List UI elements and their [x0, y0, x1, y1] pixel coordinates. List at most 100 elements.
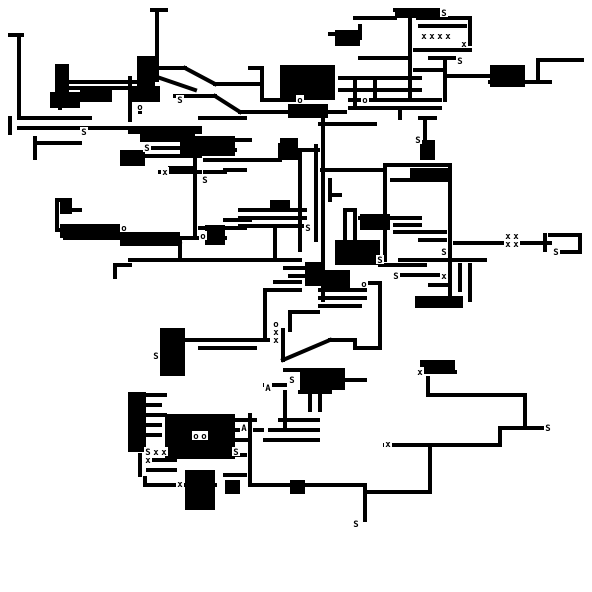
s-marker: S [233, 448, 238, 458]
marker-background [304, 223, 312, 232]
marker-background [512, 239, 520, 248]
maze-solid-blocks [50, 8, 525, 510]
marker-background [199, 231, 207, 240]
o-marker: o [200, 232, 205, 242]
o-marker: o [361, 280, 366, 290]
o-marker: o [193, 432, 198, 442]
solid-block [395, 8, 445, 18]
x-marker: x [145, 456, 151, 466]
marker-background [552, 247, 560, 256]
solid-block [410, 168, 450, 182]
marker-background [416, 367, 424, 376]
marker-background [176, 479, 184, 488]
s-marker: S [441, 9, 446, 19]
solid-block [225, 480, 240, 494]
solid-block [120, 150, 145, 166]
s-marker: S [441, 248, 446, 258]
marker-background [161, 167, 169, 176]
solid-block [50, 92, 80, 108]
s-marker: S [377, 256, 382, 266]
solid-block [335, 240, 380, 265]
s-marker: S [353, 520, 358, 530]
solid-block [205, 225, 225, 245]
marker-background [232, 447, 240, 456]
x-marker: x [385, 440, 391, 450]
x-marker: x [417, 368, 423, 378]
marker-background [504, 231, 512, 240]
s-marker: S [415, 136, 420, 146]
maze-wall-segment [157, 75, 198, 93]
solid-block [280, 65, 335, 100]
solid-block [490, 65, 525, 87]
marker-background [436, 31, 444, 40]
marker-background [80, 127, 88, 136]
s-marker: S [393, 272, 398, 282]
marker-background [272, 335, 280, 344]
s-marker: S [145, 448, 150, 458]
marker-background [160, 447, 168, 456]
s-marker: S [177, 96, 182, 106]
solid-block [80, 88, 112, 102]
solid-block [305, 262, 325, 286]
x-marker: x [177, 480, 183, 490]
x-marker: x [461, 40, 467, 50]
marker-background [512, 231, 520, 240]
solid-block [300, 368, 345, 390]
solid-block [335, 30, 360, 46]
x-marker: x [429, 32, 435, 42]
s-marker: S [289, 376, 294, 386]
x-marker: x [513, 240, 519, 250]
o-marker: o [121, 224, 126, 234]
solid-block [130, 86, 160, 102]
marker-background [440, 271, 448, 280]
marker-background [144, 455, 152, 464]
solid-block [185, 470, 215, 510]
marker-background [440, 8, 448, 17]
x-marker: x [273, 328, 279, 338]
marker-background [376, 255, 384, 264]
maze-wall-segment [182, 65, 218, 87]
solid-block [280, 138, 298, 160]
marker-background [420, 31, 428, 40]
marker-background [352, 519, 360, 528]
solid-block [420, 360, 455, 374]
x-marker: x [437, 32, 443, 42]
solid-block [360, 214, 390, 230]
marker-background [504, 239, 512, 248]
solid-block [180, 136, 235, 156]
solid-block [120, 232, 180, 246]
marker-background [143, 143, 151, 152]
x-marker: x [505, 232, 511, 242]
marker-background [192, 431, 200, 440]
marker-background [176, 95, 184, 104]
o-marker: o [362, 96, 367, 106]
solid-block [160, 328, 185, 376]
solid-block [290, 480, 305, 494]
marker-background [152, 447, 160, 456]
marker-background [384, 439, 392, 448]
marker-background [264, 383, 272, 392]
marker-background [200, 431, 208, 440]
solid-block [128, 392, 146, 452]
s-marker: S [81, 128, 86, 138]
marker-background [428, 31, 436, 40]
s-marker: S [545, 424, 550, 434]
a-marker: A [241, 424, 247, 434]
marker-background [456, 56, 464, 65]
marker-background [360, 279, 368, 288]
a-marker: A [265, 384, 271, 394]
x-marker: x [445, 32, 451, 42]
s-marker: S [153, 352, 158, 362]
x-marker: x [153, 448, 159, 458]
solid-block [270, 200, 290, 212]
solid-block [325, 270, 350, 290]
s-marker: S [305, 224, 310, 234]
o-marker: o [297, 96, 302, 106]
o-marker: o [201, 432, 206, 442]
marker-background [444, 31, 452, 40]
solid-block [415, 296, 463, 308]
marker-background [296, 95, 304, 104]
solid-block [420, 140, 435, 160]
